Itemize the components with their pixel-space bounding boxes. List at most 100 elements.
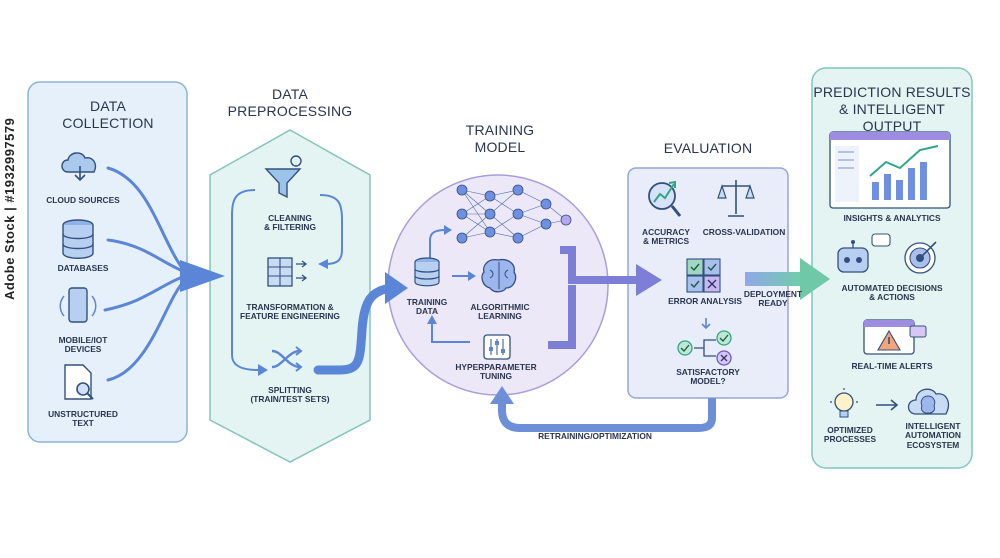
- training-inner-arrows: [429, 229, 470, 343]
- deployment-line1: DEPLOYMENT: [743, 289, 803, 299]
- shuffle-icon: [271, 346, 303, 372]
- training-data-label: TRAINING DATA: [400, 297, 454, 317]
- collection-flow-arrows: [103, 166, 187, 382]
- preprocessing-arrow-head-b: [318, 259, 328, 269]
- check-grid-icon: [686, 258, 721, 293]
- preprocess-to-training-head: [385, 272, 408, 304]
- accuracy-line2: & METRICS: [642, 236, 690, 247]
- output-title-line1: PREDICTION RESULTS: [813, 84, 971, 100]
- train-head-3: [427, 315, 437, 324]
- stock-watermark: Adobe Stock | #1932997579: [2, 117, 17, 300]
- databases-label: DATABASES: [57, 263, 109, 273]
- satisfactory-line2: MODEL?: [690, 376, 726, 387]
- train-head-1: [444, 225, 452, 235]
- hyperparameter-line1: HYPERPARAMETER: [455, 362, 537, 372]
- training-data-line2: DATA: [415, 306, 438, 317]
- evaluation-to-output-head: [800, 258, 830, 300]
- satisfactory-line1: SATISFACTORY: [676, 367, 740, 377]
- phone-icon: [59, 287, 97, 323]
- preprocessing-title: DATA PREPROCESSING: [220, 86, 360, 120]
- optimized-line1: OPTIMIZED: [827, 425, 873, 435]
- training-branch-arrow: [548, 285, 576, 349]
- preprocessing-title-line1: DATA: [271, 86, 309, 102]
- cleaning-label: CLEANING & FILTERING: [240, 213, 340, 233]
- output-title-line2: & INTELLIGENT OUTPUT: [838, 100, 946, 134]
- alert-icon: [863, 319, 927, 355]
- funnel-gear-icon: [264, 155, 302, 199]
- ecosystem-line2: AUTOMATION: [905, 430, 961, 441]
- training-to-evaluation-arrow: [560, 246, 640, 284]
- output-title: PREDICTION RESULTS & INTELLIGENT OUTPUT: [812, 84, 972, 134]
- transformation-label: TRANSFORMATION & FEATURE ENGINEERING: [232, 302, 348, 322]
- alerts-label: REAL-TIME ALERTS: [851, 361, 933, 371]
- brain-cloud-icon: [907, 388, 950, 415]
- splitting-line1: SPLITTING: [268, 385, 312, 395]
- collection-title-line1: DATA: [89, 98, 127, 114]
- error-analysis-label: ERROR ANALYSIS: [668, 296, 742, 306]
- database-icon: [62, 219, 94, 259]
- cloud-icon: [61, 152, 97, 182]
- retraining-loop-arrow: [498, 398, 716, 432]
- automated-line1: AUTOMATED DECISIONS: [841, 283, 943, 293]
- cleaning-line2: & FILTERING: [264, 222, 316, 233]
- retraining-label: RETRAINING/OPTIMIZATION: [538, 431, 652, 441]
- automated-decisions-label: AUTOMATED DECISIONS & ACTIONS: [820, 283, 964, 303]
- unstructured-text-label: UNSTRUCTURED TEXT: [38, 409, 128, 429]
- preprocessing-panel: [209, 129, 371, 463]
- insights-label: INSIGHTS & ANALYTICS: [843, 213, 941, 223]
- target-icon: [904, 241, 937, 274]
- mobile-iot-label: MOBILE/IOT DEVICES: [38, 335, 128, 355]
- accuracy-label: ACCURACY & METRICS: [634, 227, 698, 247]
- evaluation-to-output-shaft: [745, 272, 805, 286]
- robot-icon: [837, 233, 891, 273]
- preprocessing-flow-arrows: [231, 189, 343, 371]
- retraining-loop-head: [490, 386, 514, 404]
- transformation-line1: TRANSFORMATION &: [246, 302, 334, 312]
- training-to-evaluation-head: [636, 264, 662, 296]
- evaluation-title: EVALUATION: [663, 140, 753, 156]
- splitting-line2: (TRAIN/TEST SETS): [250, 394, 330, 405]
- training-database-icon: [414, 257, 440, 287]
- collection-title-line2: COLLECTION: [62, 114, 154, 131]
- lightbulb-icon: [830, 388, 858, 418]
- hyperparameter-label: HYPERPARAMETER TUNING: [448, 362, 544, 382]
- cleaning-line1: CLEANING: [268, 213, 312, 223]
- ecosystem-line3: ECOSYSTEM: [906, 439, 960, 450]
- table-transform-icon: [267, 257, 308, 287]
- optimize-arrow: [876, 399, 899, 411]
- training-title-line1: TRAINING: [465, 122, 535, 138]
- document-search-icon: [64, 364, 94, 400]
- scales-icon: [717, 180, 755, 217]
- unstructured-line1: UNSTRUCTURED: [48, 409, 118, 419]
- unstructured-line2: TEXT: [72, 418, 94, 429]
- optimized-label: OPTIMIZED PROCESSES: [818, 425, 882, 445]
- cloud-sources-label: CLOUD SOURCES: [46, 195, 120, 205]
- preprocessing-arrow-head-a: [258, 364, 268, 376]
- splitting-label: SPLITTING (TRAIN/TEST SETS): [236, 385, 344, 405]
- cross-validation-label: CROSS-VALIDATION: [702, 227, 786, 237]
- brain-icon: [481, 258, 517, 293]
- algorithmic-learning-label: ALGORITHMIC LEARNING: [460, 302, 540, 322]
- collection-arrow-head: [180, 260, 225, 292]
- ecosystem-line1: INTELLIGENT: [905, 421, 961, 431]
- algorithmic-line2: LEARNING: [478, 311, 522, 322]
- train-head-2: [468, 271, 476, 281]
- preprocess-to-training-arrow: [313, 283, 397, 375]
- preprocessing-title-line2: PREPROCESSING: [227, 102, 353, 119]
- accuracy-line1: ACCURACY: [642, 227, 690, 237]
- transformation-line2: FEATURE ENGINEERING: [240, 311, 340, 322]
- training-data-line1: TRAINING: [406, 297, 448, 307]
- deployment-ready-label: DEPLOYMENT READY: [740, 289, 806, 309]
- satisfactory-model-label: SATISFACTORY MODEL?: [666, 367, 750, 387]
- ecosystem-label: INTELLIGENT AUTOMATION ECOSYSTEM: [896, 421, 970, 450]
- collection-title: DATA COLLECTION: [48, 98, 168, 132]
- mobile-iot-line1: MOBILE/IOT: [58, 335, 108, 345]
- dashboard-icon: [829, 131, 951, 209]
- training-title: TRAINING MODEL: [450, 122, 550, 156]
- automated-line2: & ACTIONS: [869, 292, 915, 303]
- magnifier-chart-icon: [648, 180, 682, 217]
- algorithmic-line1: ALGORITHMIC: [470, 302, 530, 312]
- sliders-icon: [483, 334, 511, 360]
